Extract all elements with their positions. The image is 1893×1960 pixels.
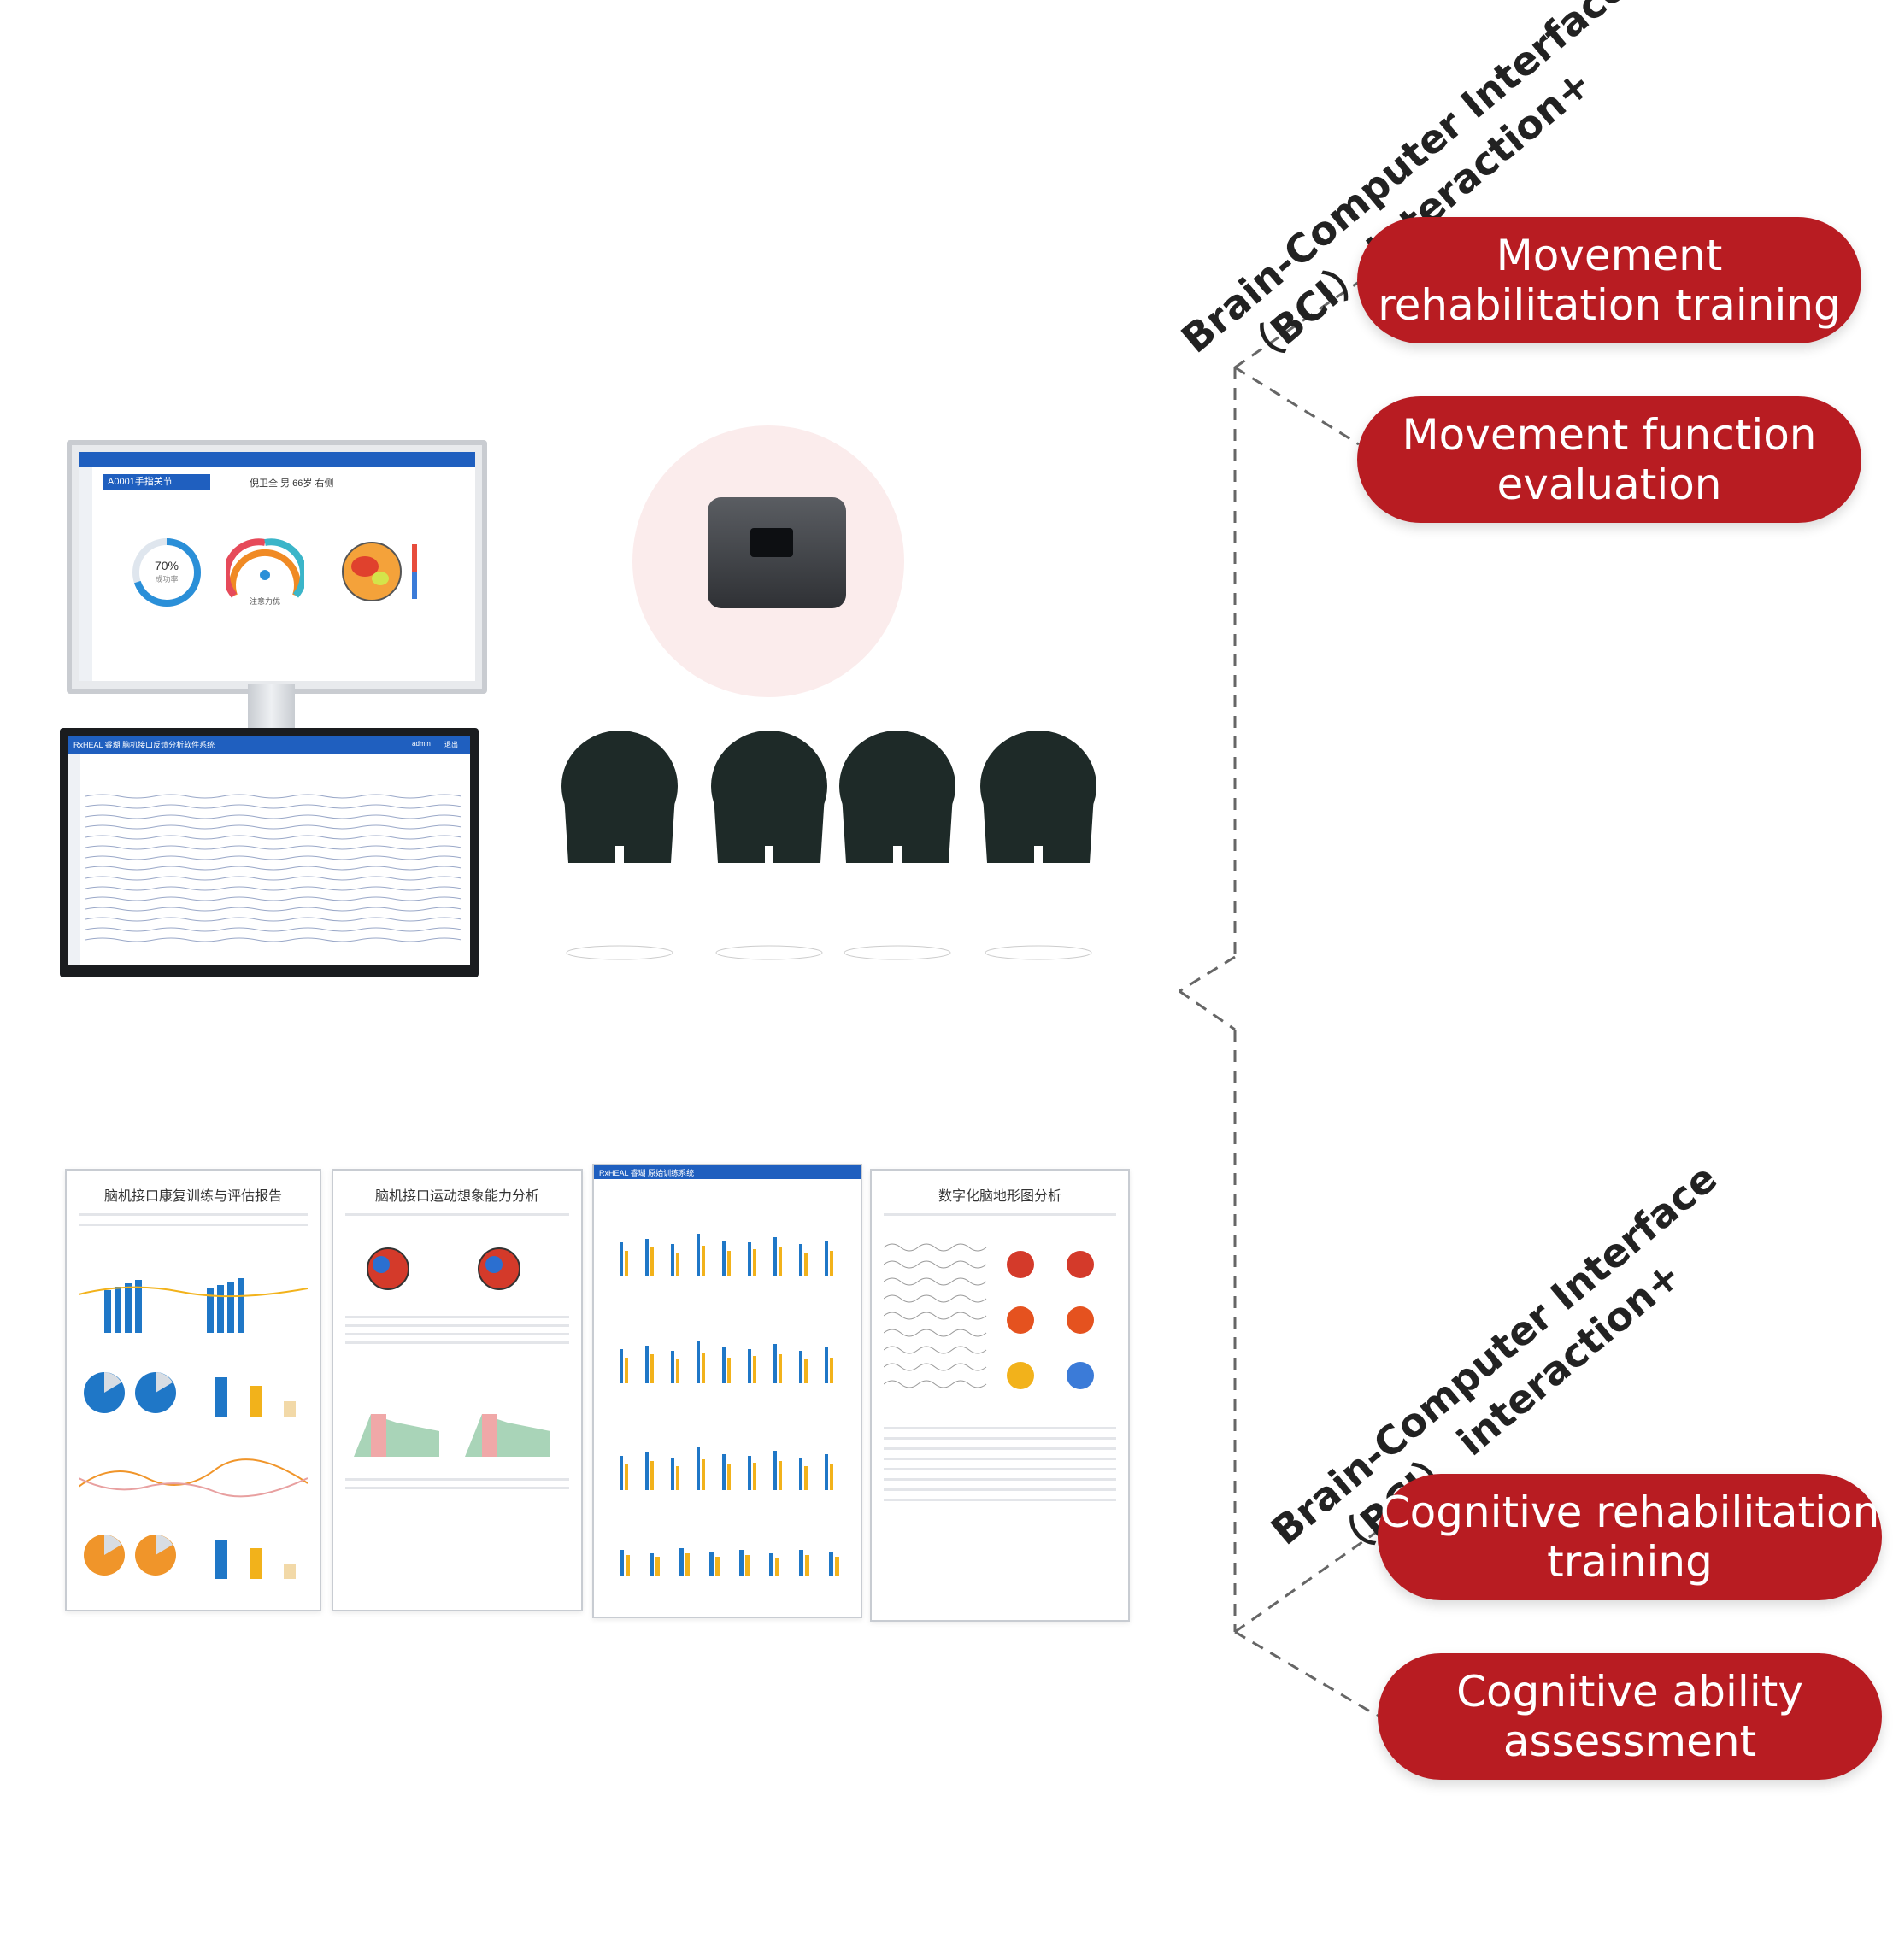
report-grouped-bars-2 <box>620 1341 833 1383</box>
report-topography-maps <box>367 1247 520 1290</box>
cognitive-rehabilitation-training-button[interactable]: Cognitive rehabilitation training <box>1378 1474 1882 1600</box>
report-title: 数字化脑地形图分析 <box>938 1188 1061 1204</box>
report-grouped-bars-3 <box>620 1447 833 1490</box>
report-line-chart <box>79 1458 308 1498</box>
monitor-stand <box>248 684 295 731</box>
success-rate-gauge <box>132 538 201 607</box>
report-eeg-and-maps <box>884 1243 1094 1389</box>
report-title: 脑机接口运动想象能力分析 <box>374 1188 539 1204</box>
report-doc-1: 脑机接口康复训练与评估报告 <box>65 1169 321 1611</box>
exit-button[interactable]: 退出 <box>444 741 458 748</box>
report-grouped-bars-1 <box>620 1234 833 1276</box>
patient-info: 倪卫全 男 66岁 右侧 <box>250 478 334 489</box>
bottom-monitor-screen: RxHEAL 睿瑚 脑机接口反馈分析软件系统 admin 退出 <box>68 736 470 965</box>
movement-function-evaluation-button[interactable]: Movement function evaluation <box>1357 396 1861 523</box>
bottom-monitor: RxHEAL 睿瑚 脑机接口反馈分析软件系统 admin 退出 <box>60 728 479 977</box>
report-doc-4: 数字化脑地形图分析 <box>870 1169 1130 1622</box>
pill-label-line2: training <box>1547 1537 1713 1587</box>
attention-caption: 注意力优 <box>249 597 280 606</box>
eeg-caps <box>561 731 1096 960</box>
pill-label-line1: Movement function <box>1402 410 1817 460</box>
device-display <box>750 528 793 557</box>
left-rail <box>68 754 80 965</box>
pill-label-line2: evaluation <box>1496 460 1722 509</box>
success-rate-value: 70% <box>154 559 179 572</box>
report-pie-charts-2 <box>84 1535 296 1579</box>
eeg-amplifier-device <box>708 497 846 608</box>
top-monitor-screen: A0001手指关节 倪卫全 男 66岁 右侧 70% 成功率 注意力优 <box>79 452 475 681</box>
cognitive-ability-assessment-button[interactable]: Cognitive ability assessment <box>1378 1653 1882 1780</box>
success-rate-caption: 成功率 <box>155 575 179 584</box>
report-title: 脑机接口康复训练与评估报告 <box>103 1188 282 1204</box>
pill-label-line1: Cognitive ability <box>1456 1667 1803 1716</box>
brain-topography-map <box>342 542 417 601</box>
report-bar-chart <box>79 1278 308 1333</box>
pill-label-line2: rehabilitation training <box>1378 280 1841 330</box>
eeg-waveform <box>85 794 461 942</box>
report-doc-2: 脑机接口运动想象能力分析 <box>332 1169 583 1611</box>
attention-gauge <box>226 538 304 598</box>
left-rail <box>79 467 92 681</box>
user-menu[interactable]: admin <box>412 740 431 748</box>
pill-label-line2: assessment <box>1502 1716 1757 1766</box>
report-title: RxHEAL 睿瑚 原始训练系统 <box>599 1169 695 1177</box>
report-pie-charts <box>84 1372 296 1417</box>
pill-label-line1: Movement <box>1496 231 1723 280</box>
app-topbar <box>79 452 475 467</box>
report-doc-3: RxHEAL 睿瑚 原始训练系统 <box>592 1164 862 1618</box>
report-grouped-bars-4 <box>620 1548 839 1576</box>
report-area-charts <box>354 1414 550 1457</box>
app-brand: RxHEAL 睿瑚 脑机接口反馈分析软件系统 <box>73 741 215 749</box>
app-topbar <box>594 1165 861 1179</box>
card-label: A0001手指关节 <box>103 474 210 490</box>
top-monitor: A0001手指关节 倪卫全 男 66岁 右侧 70% 成功率 注意力优 <box>67 440 487 694</box>
pill-label-line1: Cognitive rehabilitation <box>1379 1488 1880 1537</box>
movement-rehabilitation-training-button[interactable]: Movement rehabilitation training <box>1357 217 1861 343</box>
app-topbar <box>68 736 470 754</box>
